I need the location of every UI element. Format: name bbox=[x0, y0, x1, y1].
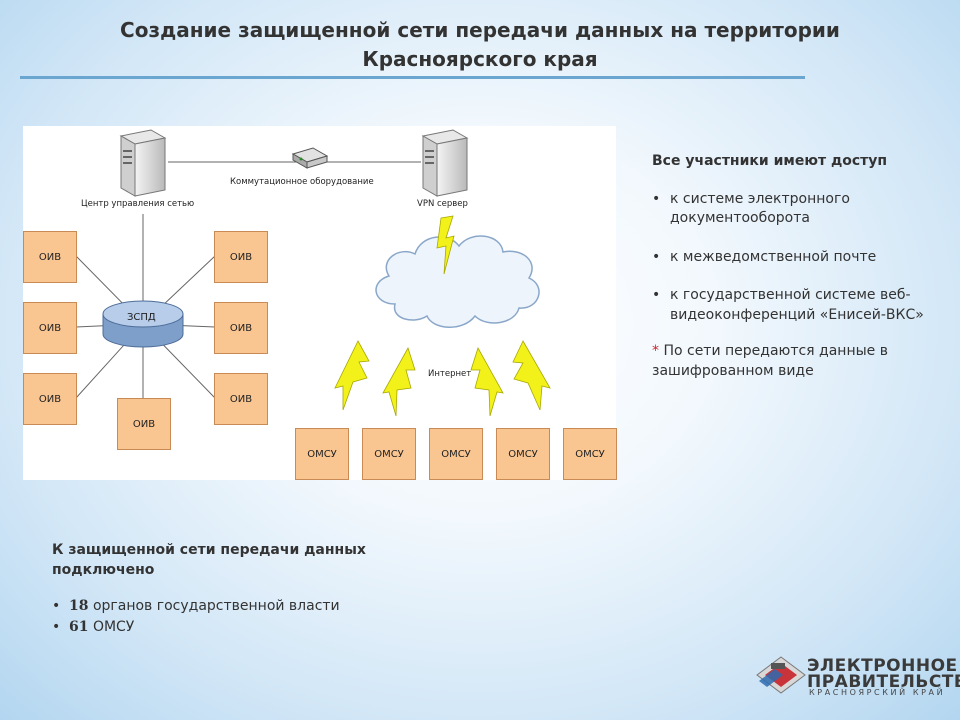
oiv-box: ОИВ bbox=[23, 302, 77, 354]
logo-line-1: ЭЛЕКТРОННОЕ bbox=[807, 656, 958, 676]
title-line-1: Создание защищенной сети передачи данных… bbox=[120, 18, 840, 42]
lightning-bolts bbox=[334, 215, 551, 417]
hub-cylinder bbox=[102, 300, 184, 348]
access-item: к межведомственной почте bbox=[652, 248, 937, 268]
oiv-box: ОИВ bbox=[23, 231, 77, 283]
connected-item: 18 органов государственной власти bbox=[52, 597, 452, 617]
omsu-box: ОМСУ bbox=[295, 428, 349, 480]
internet-label: Интернет bbox=[428, 369, 472, 379]
encryption-note: * По сети передаются данные в зашифрован… bbox=[652, 342, 937, 381]
oiv-box: ОИВ bbox=[23, 373, 77, 425]
note-star: * bbox=[652, 343, 659, 359]
access-item: к государственной системе веб-видеоконфе… bbox=[652, 286, 937, 325]
oiv-box: ОИВ bbox=[214, 373, 268, 425]
access-panel: Все участники имеют доступ к системе эле… bbox=[652, 150, 937, 381]
access-item: к системе электронного документооборота bbox=[652, 190, 937, 229]
note-text: По сети передаются данные в зашифрованно… bbox=[652, 343, 888, 379]
connected-text: ОМСУ bbox=[92, 618, 135, 635]
page-title: Создание защищенной сети передачи данных… bbox=[60, 16, 900, 74]
connected-item: 61 ОМСУ bbox=[52, 618, 452, 638]
access-heading: Все участники имеют доступ bbox=[652, 153, 888, 169]
center-label: Центр управления сетью bbox=[81, 199, 195, 209]
e-government-logo: ЭЛЕКТРОННОЕ ПРАВИТЕЛЬСТВО КРАСНОЯРСКИЙ К… bbox=[755, 655, 960, 697]
connected-count: 61 bbox=[69, 618, 89, 635]
server-icon-left bbox=[119, 129, 167, 197]
diagram-lines bbox=[75, 129, 551, 417]
omsu-box: ОМСУ bbox=[429, 428, 483, 480]
title-line-2: Красноярского края bbox=[362, 47, 598, 71]
switch-icon bbox=[291, 147, 329, 169]
connected-heading: К защищенной сети передачи данных подклю… bbox=[52, 542, 366, 578]
connected-count: 18 bbox=[69, 598, 89, 614]
switch-label: Коммутационное оборудование bbox=[230, 177, 374, 187]
title-divider bbox=[20, 76, 805, 79]
omsu-box: ОМСУ bbox=[563, 428, 617, 480]
oiv-box: ОИВ bbox=[214, 302, 268, 354]
oiv-box: ОИВ bbox=[214, 231, 268, 283]
internet-cloud bbox=[375, 235, 540, 328]
connected-panel: К защищенной сети передачи данных подклю… bbox=[52, 541, 452, 638]
logo-line-2: ПРАВИТЕЛЬСТВО bbox=[807, 672, 960, 692]
server-icon-right bbox=[421, 129, 469, 197]
network-diagram: Центр управления сетью Коммутационное об… bbox=[23, 126, 617, 480]
logo-line-3: КРАСНОЯРСКИЙ КРАЙ bbox=[809, 688, 946, 697]
omsu-box: ОМСУ bbox=[496, 428, 550, 480]
omsu-box: ОМСУ bbox=[362, 428, 416, 480]
logo-emblem-icon bbox=[756, 656, 806, 694]
hub-label: ЗСПД bbox=[127, 312, 156, 323]
oiv-box: ОИВ bbox=[117, 398, 171, 450]
connected-text: органов государственной власти bbox=[92, 598, 340, 614]
vpn-label: VPN сервер bbox=[417, 199, 468, 209]
